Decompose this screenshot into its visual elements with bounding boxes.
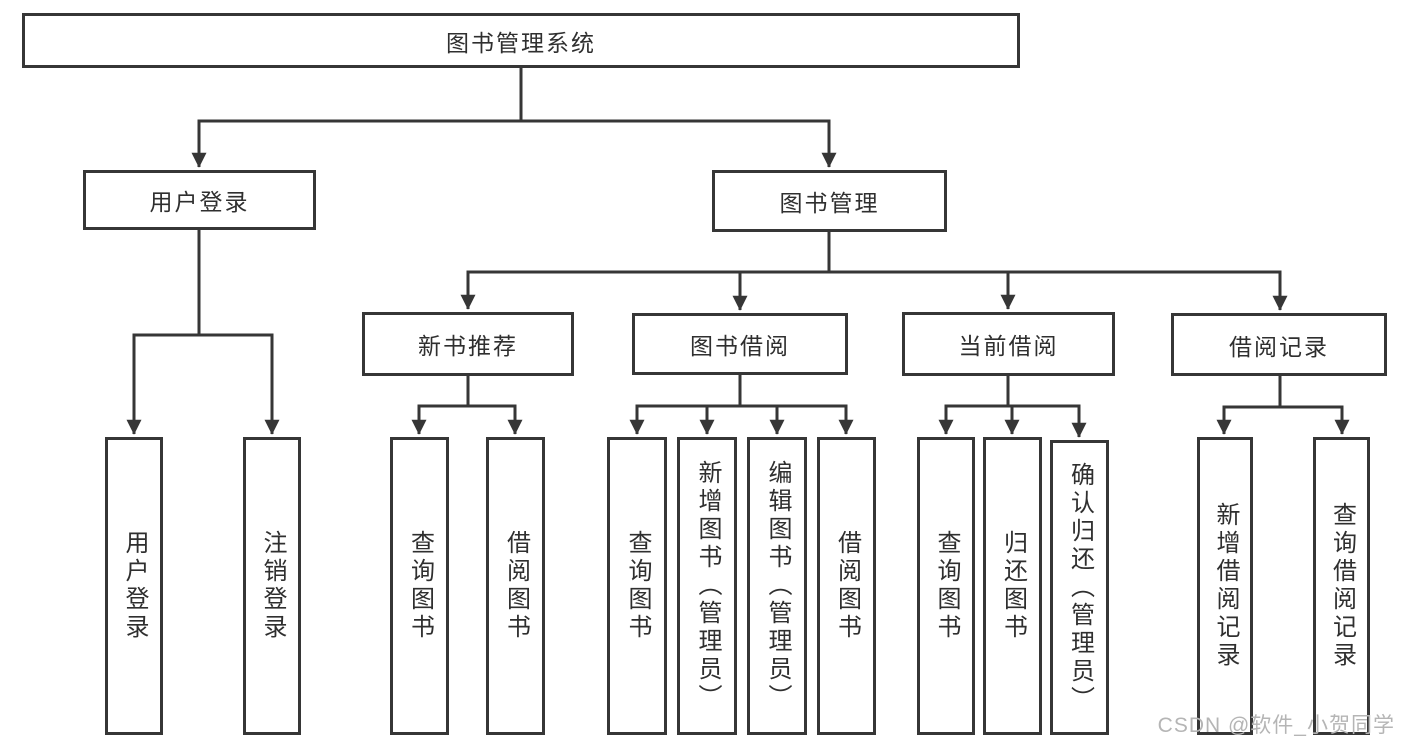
node-borrow-records: 借阅记录 [1171,313,1387,376]
node-label: 查询图书 [406,530,434,642]
leaf-edit-books-admin: 编辑图书（管理员） [747,437,807,735]
node-label: 注销登录 [259,530,286,642]
leaf-user-login: 用户登录 [105,437,163,735]
leaf-add-borrow-record: 新增借阅记录 [1197,437,1253,735]
node-new-book-recommend: 新书推荐 [362,312,574,376]
node-label: 借阅图书 [502,530,530,642]
node-label: 借阅记录 [1229,333,1329,360]
node-label: 查询图书 [624,530,651,642]
node-label: 查询借阅记录 [1328,502,1356,670]
leaf-borrow-books: 借阅图书 [817,437,876,735]
leaf-logout: 注销登录 [243,437,301,735]
node-label: 图书借阅 [690,333,790,359]
node-label: 用户登录 [149,189,250,215]
leaf-query-borrow-record: 查询借阅记录 [1313,437,1370,735]
connector-lines [126,66,1350,438]
node-label: 图书管理系统 [446,29,596,56]
node-label: 归还图书 [999,530,1027,642]
leaf-query-books-recommend: 查询图书 [390,437,449,735]
node-root-library-system: 图书管理系统 [22,13,1020,68]
leaf-confirm-return-admin: 确认归还（管理员） [1050,440,1109,735]
node-label: 当前借阅 [958,333,1059,359]
node-label: 借阅图书 [833,530,861,642]
node-user-login: 用户登录 [83,170,316,230]
node-label: 新增图书（管理员） [694,460,721,712]
csdn-watermark: CSDN @软件_小贺同学 [1157,714,1395,737]
node-label: 确认归还（管理员） [1066,461,1094,714]
leaf-add-books-admin: 新增图书（管理员） [677,437,737,735]
node-label: 新书推荐 [418,333,518,359]
leaf-query-books: 查询图书 [607,437,667,735]
node-label: 查询图书 [933,530,960,642]
node-label: 用户登录 [121,530,148,642]
node-label: 编辑图书（管理员） [764,460,791,712]
node-current-borrowing: 当前借阅 [902,312,1115,376]
node-book-management: 图书管理 [712,170,947,232]
leaf-query-books-current: 查询图书 [917,437,975,735]
node-book-borrowing: 图书借阅 [632,313,848,375]
node-label: 新增借阅记录 [1212,502,1239,670]
leaf-return-books: 归还图书 [983,437,1042,735]
leaf-borrow-books-recommend: 借阅图书 [486,437,545,735]
node-label: 图书管理 [779,190,880,216]
